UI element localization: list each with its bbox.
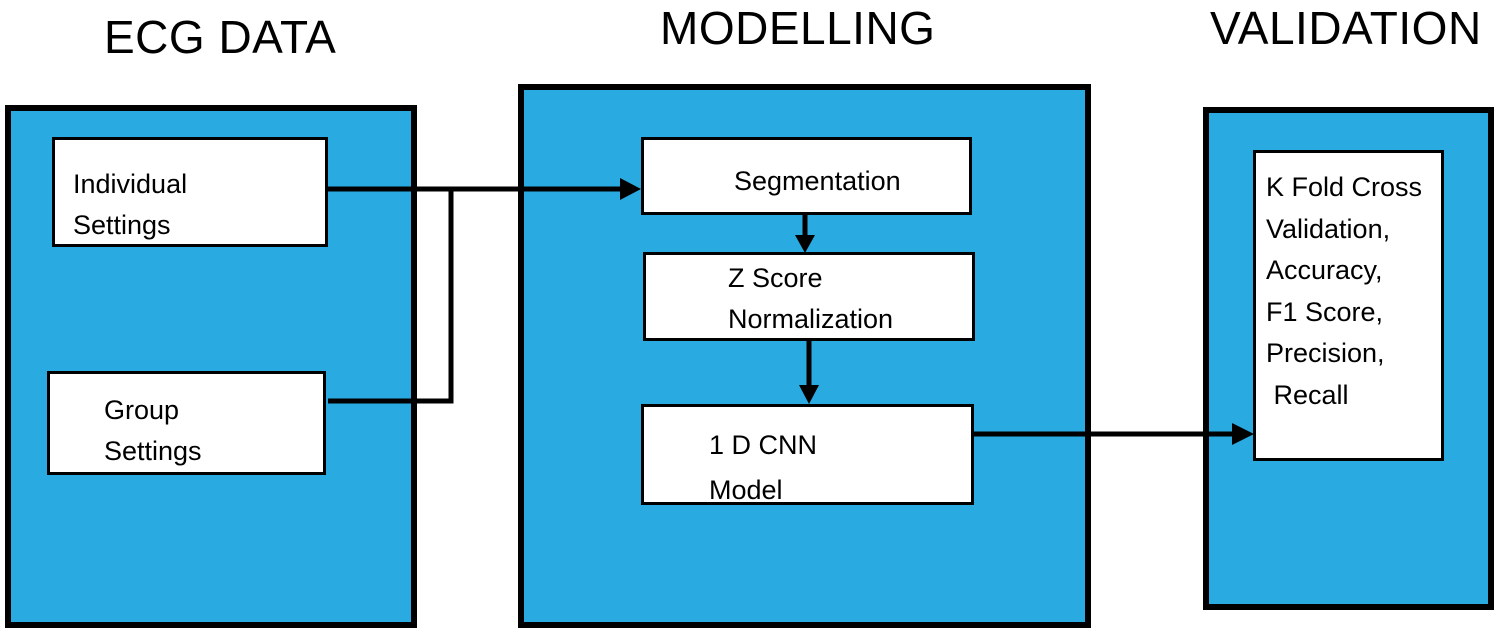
arrowhead-zscore (795, 235, 815, 253)
individual-settings-box: Individual Settings (52, 137, 328, 247)
segmentation-box: Segmentation (641, 137, 972, 215)
group-to-segmentation-line (328, 189, 454, 404)
arrowhead-segmentation (620, 178, 641, 200)
segmentation-label: Segmentation (734, 166, 901, 196)
heading-validation: VALIDATION (1210, 2, 1482, 54)
zscore-line1: Z Score (728, 263, 823, 293)
metrics-line6: Recall (1266, 379, 1349, 410)
metrics-line2: Validation, (1266, 213, 1391, 244)
metrics-line3: Accuracy, (1266, 255, 1383, 285)
zscore-normalization-box: Z Score Normalization (643, 252, 975, 341)
group-settings-box: Group Settings (47, 371, 326, 475)
metrics-line5: Precision, (1266, 338, 1385, 368)
arrowhead-cnn (799, 385, 819, 404)
zscore-line2: Normalization (728, 304, 894, 334)
heading-modelling: MODELLING (660, 2, 936, 54)
metrics-line1: K Fold Cross (1266, 172, 1423, 202)
cnn-model-box: 1 D CNN Model (641, 404, 974, 505)
group-settings-line2: Settings (104, 436, 202, 466)
cnn-line1: 1 D CNN (709, 430, 818, 460)
group-settings-line1: Group (104, 395, 180, 425)
cnn-line2: Model (709, 475, 783, 505)
individual-settings-line2: Settings (73, 210, 171, 240)
validation-metrics-box: K Fold Cross Validation, Accuracy, F1 Sc… (1253, 150, 1444, 461)
metrics-line4: F1 Score, (1266, 296, 1384, 327)
individual-settings-line1: Individual (73, 169, 188, 199)
heading-ecg-data: ECG DATA (104, 11, 337, 63)
arrowhead-validation (1232, 423, 1254, 445)
